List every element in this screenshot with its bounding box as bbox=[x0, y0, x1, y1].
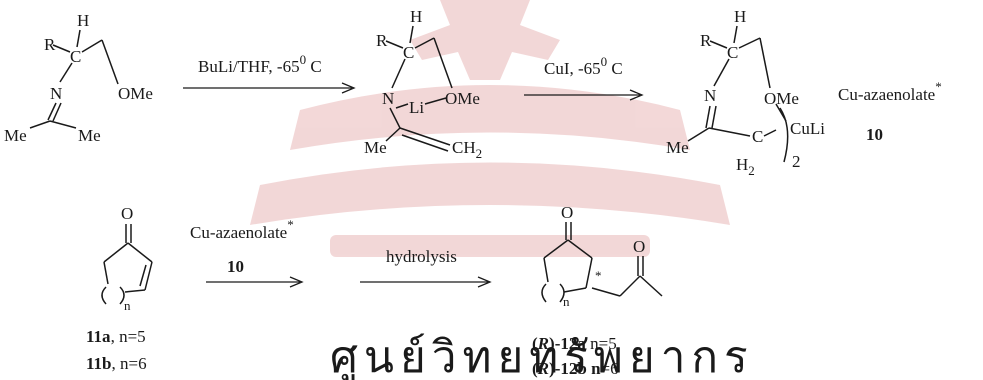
reagent-cu-azaenolate: Cu-azaenolate* bbox=[190, 217, 294, 242]
product-h: H bbox=[734, 7, 746, 26]
product-c: C bbox=[727, 43, 738, 62]
hydrolysis-label: hydrolysis bbox=[386, 247, 457, 266]
step2-reagent: CuI, -650 C bbox=[544, 54, 623, 78]
product-12-structure: O n * O bbox=[541, 203, 663, 309]
reactant-me-left: Me bbox=[4, 126, 27, 145]
intermediate-h: H bbox=[410, 7, 422, 26]
reactant-structure: R H C N OMe Me Me bbox=[4, 11, 153, 145]
intermediate-me: Me bbox=[364, 138, 387, 157]
step1-reagent: BuLi/THF, -650 C bbox=[198, 52, 322, 76]
label-12b: (R)-12b n=6 bbox=[532, 359, 619, 378]
reaction-arrow-3 bbox=[206, 276, 304, 288]
reactant-h: H bbox=[77, 11, 89, 30]
enone-oxygen: O bbox=[121, 204, 133, 223]
intermediate-structure: R H C N Li OMe Me CH2 bbox=[364, 7, 482, 161]
product-c2: C bbox=[752, 127, 763, 146]
intermediate-r: R bbox=[376, 31, 388, 50]
enone-n: n bbox=[124, 298, 131, 313]
side-chain-oxygen: O bbox=[633, 237, 645, 256]
ring-ketone-oxygen: O bbox=[561, 203, 573, 222]
reactant-ome: OMe bbox=[118, 84, 153, 103]
reaction-arrow-4 bbox=[360, 276, 492, 288]
reactant-r: R bbox=[44, 35, 56, 54]
reactant-me-right: Me bbox=[78, 126, 101, 145]
reagent-number-10: 10 bbox=[227, 257, 244, 276]
product-culi: CuLi bbox=[790, 119, 825, 138]
enone-11-structure: O n bbox=[101, 204, 153, 313]
product-ring-n: n bbox=[563, 294, 570, 309]
product-n: N bbox=[704, 86, 716, 105]
intermediate-c: C bbox=[403, 43, 414, 62]
cu-azaenolate-name: Cu-azaenolate* bbox=[838, 79, 942, 104]
product-r: R bbox=[700, 31, 712, 50]
reactant-c: C bbox=[70, 47, 81, 66]
reaction-arrow-1 bbox=[183, 82, 356, 94]
intermediate-li: Li bbox=[409, 98, 424, 117]
cu-azaenolate-structure: R H C N OMe Me C H2 2 CuLi bbox=[666, 7, 825, 178]
label-11b: 11b, n=6 bbox=[86, 354, 147, 373]
label-12a: (R)-12a n=5 bbox=[532, 334, 617, 353]
watermark-text: ศูนย์วิทยทรัพยากร bbox=[330, 333, 754, 380]
intermediate-ch2: CH2 bbox=[452, 138, 482, 161]
compound-number-10: 10 bbox=[866, 125, 883, 144]
stereocenter-star: * bbox=[595, 268, 602, 283]
label-11a: 11a, n=5 bbox=[86, 327, 146, 346]
reactant-n: N bbox=[50, 84, 62, 103]
intermediate-ome: OMe bbox=[445, 89, 480, 108]
product-h2: H2 bbox=[736, 155, 755, 178]
product-subscript-2: 2 bbox=[792, 152, 801, 171]
product-ome: OMe bbox=[764, 89, 799, 108]
product-me: Me bbox=[666, 138, 689, 157]
reaction-arrow-2 bbox=[524, 89, 644, 101]
watermark-crest bbox=[250, 0, 730, 257]
intermediate-n: N bbox=[382, 89, 394, 108]
